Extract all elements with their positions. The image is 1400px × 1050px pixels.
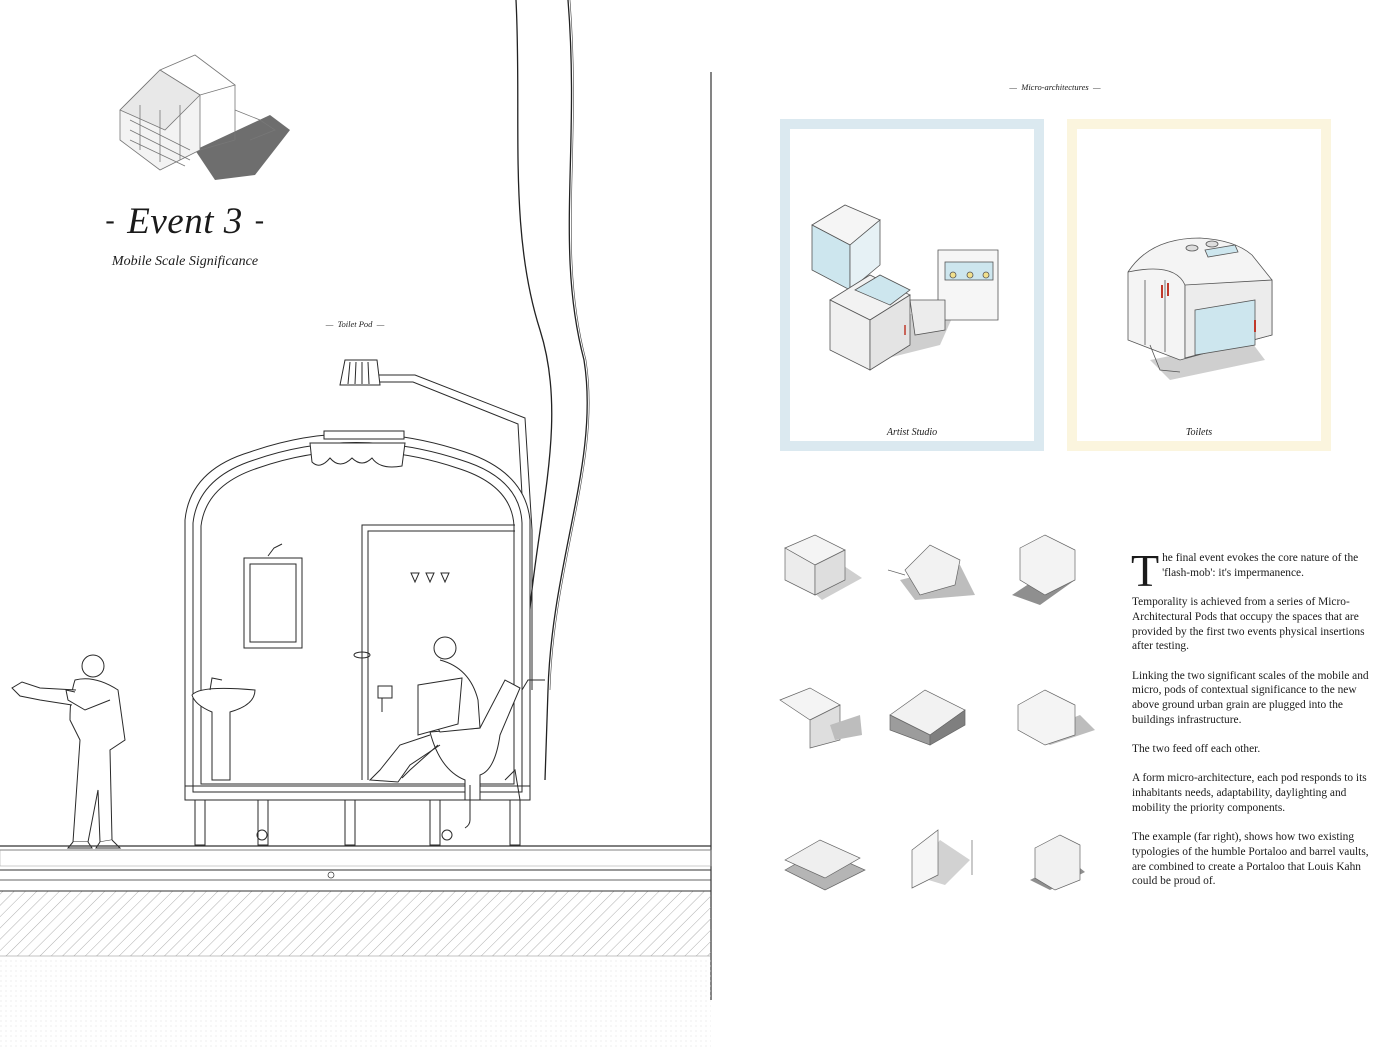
- service-cable-2: [544, 0, 588, 781]
- paragraph-2: Temporality is achieved from a series of…: [1132, 596, 1365, 653]
- pod-thumb-3: [1012, 534, 1076, 605]
- event-subtitle: Mobile Scale Significance: [111, 254, 259, 269]
- pod-thumb-5: [889, 689, 966, 746]
- pod-thumb-8: [911, 829, 973, 889]
- pod-typology-grid: [779, 534, 1095, 891]
- paragraph-3: Linking the two significant scales of th…: [1132, 669, 1369, 726]
- artist-studio-isometric: [811, 204, 999, 371]
- pod-thumb-9: [1030, 834, 1085, 891]
- artist-studio-frame: [780, 119, 1044, 451]
- artist-studio-caption: Artist Studio: [886, 427, 938, 438]
- paragraph-6: The example (far right), shows how two e…: [1132, 831, 1369, 888]
- pod-isometric-thumbnail: [119, 54, 290, 180]
- pod-thumb-4: [779, 687, 862, 749]
- ground-section: [0, 845, 712, 1050]
- toilet-pod-section: [184, 359, 545, 846]
- toilets-caption: Toilets: [1185, 427, 1213, 438]
- pod-thumb-7: [784, 839, 866, 891]
- dancing-figure: [11, 654, 126, 849]
- toilets-frame: [1067, 119, 1331, 451]
- toilets-isometric: [1127, 237, 1273, 380]
- pod-thumb-6: [1017, 689, 1095, 746]
- toilet-pod-caption: — Toilet Pod —: [325, 319, 385, 329]
- pod-thumb-2: [887, 544, 975, 600]
- pod-thumb-1: [784, 534, 862, 600]
- paragraph-5: A form micro-architecture, each pod resp…: [1132, 772, 1367, 814]
- drop-cap: T: [1131, 545, 1160, 596]
- paragraph-4: The two feed off each other.: [1132, 743, 1261, 756]
- micro-architectures-caption: — Micro-architectures —: [1009, 82, 1101, 92]
- service-cable: [515, 0, 553, 691]
- event-title: -Event 3-: [105, 201, 265, 242]
